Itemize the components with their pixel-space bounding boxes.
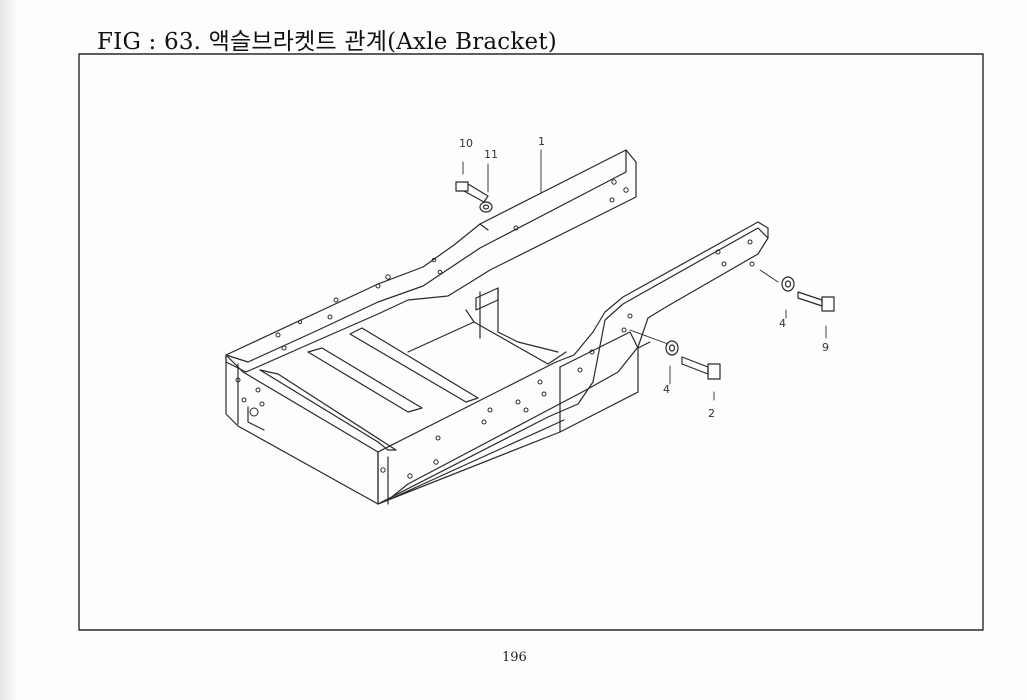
- callout-4-lower: 4: [663, 383, 670, 396]
- figure-title: FIG : 63. 액슬브라켓트 관계(Axle Bracket): [97, 29, 557, 55]
- scan-edge: [0, 0, 18, 700]
- rear-side-rail: [225, 149, 637, 373]
- callout-11: 11: [484, 148, 498, 161]
- cross-members: [259, 287, 567, 451]
- mounting-holes: [235, 179, 755, 479]
- page-number: 196: [502, 650, 527, 665]
- callout-9: 9: [822, 341, 829, 354]
- bolt-9: [797, 291, 835, 312]
- end-plate: [225, 354, 379, 505]
- figure-frame: 10 11 1 4 9 4 2: [78, 52, 984, 632]
- washer-11: [479, 201, 493, 213]
- callout-2: 2: [708, 407, 715, 420]
- washer-4-lower: [665, 340, 679, 356]
- bolt-10: [455, 181, 489, 203]
- callout-10: 10: [459, 137, 473, 150]
- box-section: [377, 331, 651, 505]
- axle-bracket-drawing: [78, 53, 984, 631]
- bolt-2: [681, 356, 721, 380]
- frame-border: [78, 53, 984, 631]
- leader-lines: [462, 149, 827, 401]
- callout-4-upper: 4: [779, 317, 786, 330]
- washer-4-upper: [781, 276, 795, 292]
- callout-1: 1: [538, 135, 545, 148]
- front-side-rail: [377, 221, 769, 505]
